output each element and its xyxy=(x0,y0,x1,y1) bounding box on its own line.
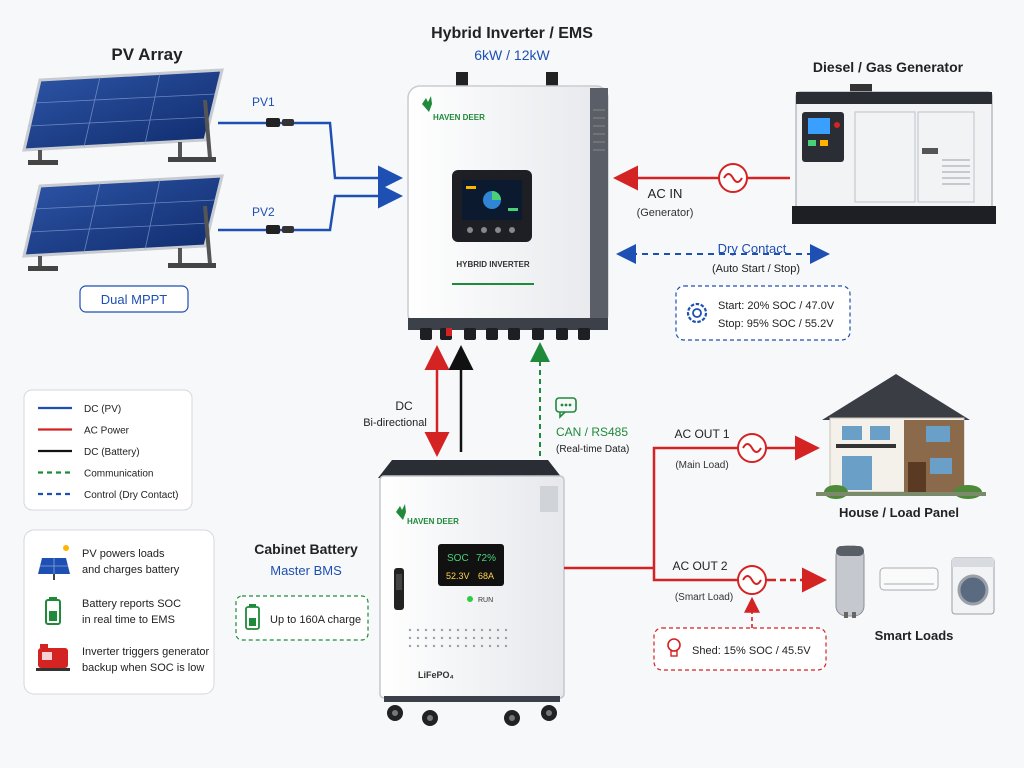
soc-value: 72% xyxy=(476,553,496,564)
notes-panel: PV powers loads and charges battery Batt… xyxy=(23,529,215,695)
legend-item: Communication xyxy=(38,469,153,480)
dc-label: DC xyxy=(395,399,413,413)
ac-source-icon xyxy=(718,163,748,193)
generator-title: Diesel / Gas Generator xyxy=(813,59,964,75)
generator-icon xyxy=(36,644,70,671)
pv2-label: PV2 xyxy=(252,205,275,219)
ac-in-sub: (Generator) xyxy=(637,207,694,219)
solar-panel-bottom xyxy=(22,174,224,271)
generator xyxy=(792,84,996,224)
ac-out2-label: AC OUT 2 xyxy=(672,559,727,573)
house xyxy=(816,374,986,499)
dry-contact-sub: (Auto Start / Stop) xyxy=(712,263,800,275)
solar-panel-icon xyxy=(38,545,70,580)
stop-threshold: Stop: 95% SOC / 55.2V xyxy=(718,318,834,330)
can-sub: (Real-time Data) xyxy=(556,444,629,455)
battery-subtitle: Master BMS xyxy=(270,563,342,578)
shed-box: Shed: 15% SOC / 45.5V xyxy=(653,627,827,671)
battery-title: Cabinet Battery xyxy=(254,541,358,557)
solar-panel-top xyxy=(22,68,224,165)
ac-out2-wire xyxy=(652,568,770,582)
gear-icon xyxy=(686,302,708,324)
start-stop-box: Start: 20% SOC / 47.0V Stop: 95% SOC / 5… xyxy=(675,285,851,341)
dual-mppt-badge: Dual MPPT xyxy=(79,285,189,313)
air-conditioner xyxy=(879,567,939,591)
chemistry-label: LiFePO₄ xyxy=(418,670,454,680)
legend: DC (PV) AC Power DC (Battery) Communication… xyxy=(23,389,193,511)
battery-charge-label: Up to 160A charge xyxy=(270,614,361,626)
legend-item: AC Power xyxy=(38,426,130,437)
washing-machine xyxy=(951,557,995,615)
legend-label: DC (Battery) xyxy=(84,447,140,458)
cabinet-battery: HAVEN DEER SOC 72% 52.3V 68A RUN LiFePO₄ xyxy=(378,460,565,726)
legend-item: Control (Dry Contact) xyxy=(38,490,178,501)
legend-label: AC Power xyxy=(84,426,130,437)
battery-charge-badge: Up to 160A charge xyxy=(235,595,369,641)
inverter-label: HYBRID INVERTER xyxy=(456,260,530,269)
pv2-wire xyxy=(218,183,403,232)
soc-label: SOC xyxy=(447,553,469,564)
chat-data-icon xyxy=(555,397,577,419)
smart-loads-label: Smart Loads xyxy=(875,628,954,643)
run-label: RUN xyxy=(478,597,493,604)
shed-threshold: Shed: 15% SOC / 45.5V xyxy=(692,645,811,657)
pv1-label: PV1 xyxy=(252,95,275,109)
legend-item: DC (PV) xyxy=(38,404,121,415)
battery-charge-icon xyxy=(245,604,260,630)
note2-line2: in real time to EMS xyxy=(82,614,175,626)
ac-out2-icon xyxy=(737,565,767,595)
legend-label: Control (Dry Contact) xyxy=(84,490,178,501)
mc4-connector xyxy=(266,118,294,234)
hybrid-inverter: HAVEN DEER HYBRID INVERTER xyxy=(407,72,609,340)
ac-out1-sub: (Main Load) xyxy=(675,460,728,471)
battery-brand: HAVEN DEER xyxy=(407,517,459,526)
note1-line1: PV powers loads xyxy=(82,548,165,560)
battery-voltage: 52.3V xyxy=(446,571,470,581)
lightbulb-icon xyxy=(667,638,681,657)
ac-out1-label: AC OUT 1 xyxy=(674,427,729,441)
inverter-rating: 6kW / 12kW xyxy=(474,47,550,63)
water-heater xyxy=(835,545,865,618)
note3-line2: backup when SOC is low xyxy=(82,662,204,674)
dc-sub: Bi-directional xyxy=(363,417,427,429)
ac-in-label: AC IN xyxy=(648,186,683,201)
dual-mppt-label: Dual MPPT xyxy=(101,292,168,307)
ac-out1-icon xyxy=(737,433,767,463)
battery-current: 68A xyxy=(478,571,494,581)
pv-title: PV Array xyxy=(111,45,183,64)
pv1-wire xyxy=(218,121,403,191)
battery-icon xyxy=(45,597,61,625)
note3-line1: Inverter triggers generator xyxy=(82,646,210,658)
run-led xyxy=(467,596,473,602)
legend-label: DC (PV) xyxy=(84,404,121,415)
house-label: House / Load Panel xyxy=(839,505,959,520)
legend-item: DC (Battery) xyxy=(38,447,140,458)
legend-label: Communication xyxy=(84,469,153,480)
can-label: CAN / RS485 xyxy=(556,425,628,439)
dry-contact-label: Dry Contact xyxy=(718,241,787,256)
note1-line2: and charges battery xyxy=(82,564,180,576)
ac-out2-sub: (Smart Load) xyxy=(675,592,733,603)
caster-wheels xyxy=(387,705,557,726)
deer-logo-icon xyxy=(422,96,432,112)
inverter-brand: HAVEN DEER xyxy=(433,113,485,122)
inverter-title: Hybrid Inverter / EMS xyxy=(431,25,593,42)
start-threshold: Start: 20% SOC / 47.0V xyxy=(718,300,835,312)
battery-deer-logo-icon xyxy=(396,504,406,520)
note2-line1: Battery reports SOC xyxy=(82,598,181,610)
